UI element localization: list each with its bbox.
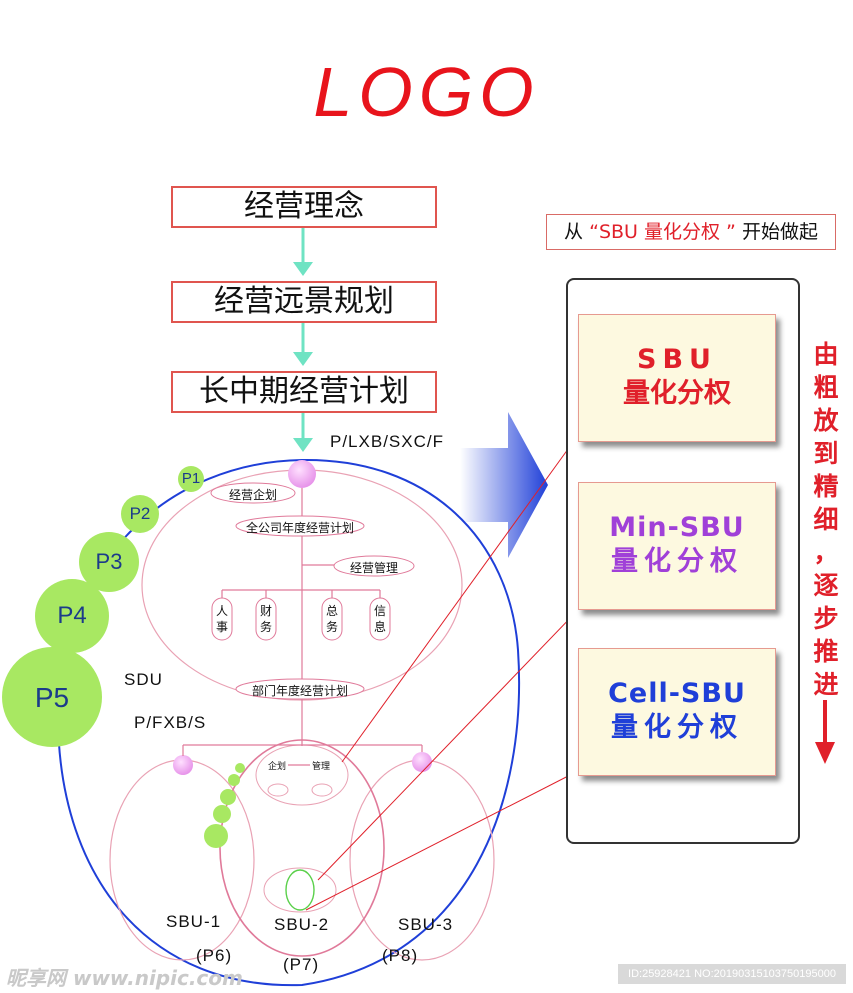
big-right-arrow bbox=[460, 412, 548, 558]
label-oval bbox=[210, 482, 296, 504]
vertical-slogan: 由 粗 放 到 精 细 ， 逐 步 推 进 bbox=[812, 338, 840, 701]
pink-node bbox=[173, 755, 193, 775]
slogan-char: 到 bbox=[813, 439, 839, 468]
pointer-arrow-min-sbu bbox=[317, 611, 577, 881]
label-annual-plan: 全公司年度经营计划 bbox=[245, 521, 354, 535]
label-sub-planning: 企划 bbox=[267, 762, 286, 772]
tagline-highlight: “SBU 量化分权 ” bbox=[589, 221, 736, 243]
strategy-code: P/LXB/SXC/F bbox=[330, 432, 444, 451]
dept-hr: 人事 bbox=[215, 604, 228, 634]
down-arrow-head bbox=[815, 742, 835, 764]
slogan-char: 逐 bbox=[813, 571, 839, 600]
flow-box-philosophy: 经营理念 bbox=[171, 186, 437, 228]
image-id-bar: ID:25928421 NO:20190315103750195000 bbox=[618, 964, 846, 984]
level-label-p3: P3 bbox=[95, 549, 123, 574]
label-oval bbox=[235, 678, 365, 700]
card-sbu: SBU 量化分权 bbox=[578, 314, 776, 442]
level-label-p4: P4 bbox=[57, 602, 87, 629]
tagline-pre: 从 bbox=[564, 221, 584, 243]
small-green-dot bbox=[204, 824, 228, 848]
label-management: 经营管理 bbox=[349, 561, 398, 575]
card-min-sbu-subtitle: 量化分权 bbox=[611, 546, 743, 577]
label-pill bbox=[211, 597, 233, 641]
dept-info: 信息 bbox=[373, 604, 386, 634]
sub-ellipse bbox=[311, 783, 333, 797]
label-sub-management: 管理 bbox=[311, 762, 330, 772]
level-ball-p5 bbox=[2, 647, 102, 747]
slogan-char: 步 bbox=[813, 604, 839, 633]
logo-text: LOGO bbox=[313, 53, 540, 131]
flow-arrow bbox=[293, 323, 313, 366]
card-cell-sbu-title: Cell-SBU bbox=[608, 678, 746, 709]
sbu3-name: SBU-3 bbox=[398, 915, 454, 934]
slogan-char: 由 bbox=[813, 340, 839, 369]
card-sbu-title: SBU bbox=[637, 344, 717, 375]
level-ball-p4 bbox=[35, 579, 109, 653]
small-green-dot bbox=[220, 789, 236, 805]
small-green-dot bbox=[213, 805, 231, 823]
sbu2-inner-ellipse bbox=[263, 867, 337, 913]
label-pill bbox=[321, 597, 343, 641]
card-min-sbu-title: Min-SBU bbox=[609, 512, 745, 543]
small-green-dot bbox=[235, 763, 245, 773]
flow-box-vision: 经营远景规划 bbox=[171, 281, 437, 323]
tagline-post: 开始做起 bbox=[741, 221, 818, 243]
pink-node bbox=[288, 460, 316, 488]
tagline-box: 从 “SBU 量化分权 ” 开始做起 bbox=[546, 214, 836, 250]
slogan-char: 精 bbox=[813, 472, 839, 501]
pointer-arrow-cell-sbu bbox=[305, 771, 577, 911]
sbu1-code: (P6) bbox=[196, 946, 233, 965]
slogan-char: 粗 bbox=[813, 373, 839, 402]
level-ball-p3 bbox=[79, 532, 139, 592]
sbu1-name: SBU-1 bbox=[166, 912, 222, 931]
label-pill bbox=[255, 597, 277, 641]
card-sbu-subtitle: 量化分权 bbox=[623, 378, 731, 409]
flow-box-midterm-plan: 长中期经营计划 bbox=[171, 371, 437, 413]
sbu2-top-ellipse bbox=[255, 744, 349, 806]
dept-finance: 财务 bbox=[259, 604, 272, 634]
card-cell-sbu-subtitle: 量化分权 bbox=[611, 712, 743, 743]
sbu3-code: (P8) bbox=[382, 946, 419, 965]
slogan-char: 推 bbox=[813, 637, 839, 666]
slogan-char: 细 bbox=[813, 505, 839, 534]
level-label-p1: P1 bbox=[181, 470, 201, 487]
label-pill bbox=[369, 597, 391, 641]
label-oval bbox=[333, 555, 415, 577]
watermark: 昵享网 www.nipic.com bbox=[6, 966, 243, 990]
dept-general: 总务 bbox=[325, 604, 338, 634]
sub-ellipse bbox=[267, 783, 289, 797]
level-ball-p1 bbox=[178, 466, 204, 492]
sbu2-name: SBU-2 bbox=[274, 915, 330, 934]
slogan-char: ， bbox=[813, 538, 839, 567]
small-green-dot bbox=[228, 774, 240, 786]
slogan-char: 放 bbox=[813, 406, 839, 435]
label-oval bbox=[235, 515, 365, 537]
flow-arrow bbox=[293, 413, 313, 452]
pointer-arrow-sbu bbox=[341, 437, 577, 763]
card-min-sbu: Min-SBU 量化分权 bbox=[578, 482, 776, 610]
level-label-p2: P2 bbox=[129, 504, 151, 523]
sbu2-code: (P7) bbox=[283, 955, 320, 974]
flow-arrow bbox=[293, 228, 313, 276]
sdu-label: SDU bbox=[124, 670, 163, 689]
label-planning: 经营企划 bbox=[228, 488, 277, 502]
card-cell-sbu: Cell-SBU 量化分权 bbox=[578, 648, 776, 776]
fxb-label: P/FXB/S bbox=[134, 713, 207, 732]
level-ball-p2 bbox=[121, 495, 159, 533]
label-dept-plan: 部门年度经营计划 bbox=[251, 684, 348, 698]
level-label-p5: P5 bbox=[34, 682, 70, 713]
pink-node bbox=[412, 752, 432, 772]
cell-green-ellipse bbox=[285, 869, 315, 911]
slogan-char: 进 bbox=[813, 670, 839, 699]
